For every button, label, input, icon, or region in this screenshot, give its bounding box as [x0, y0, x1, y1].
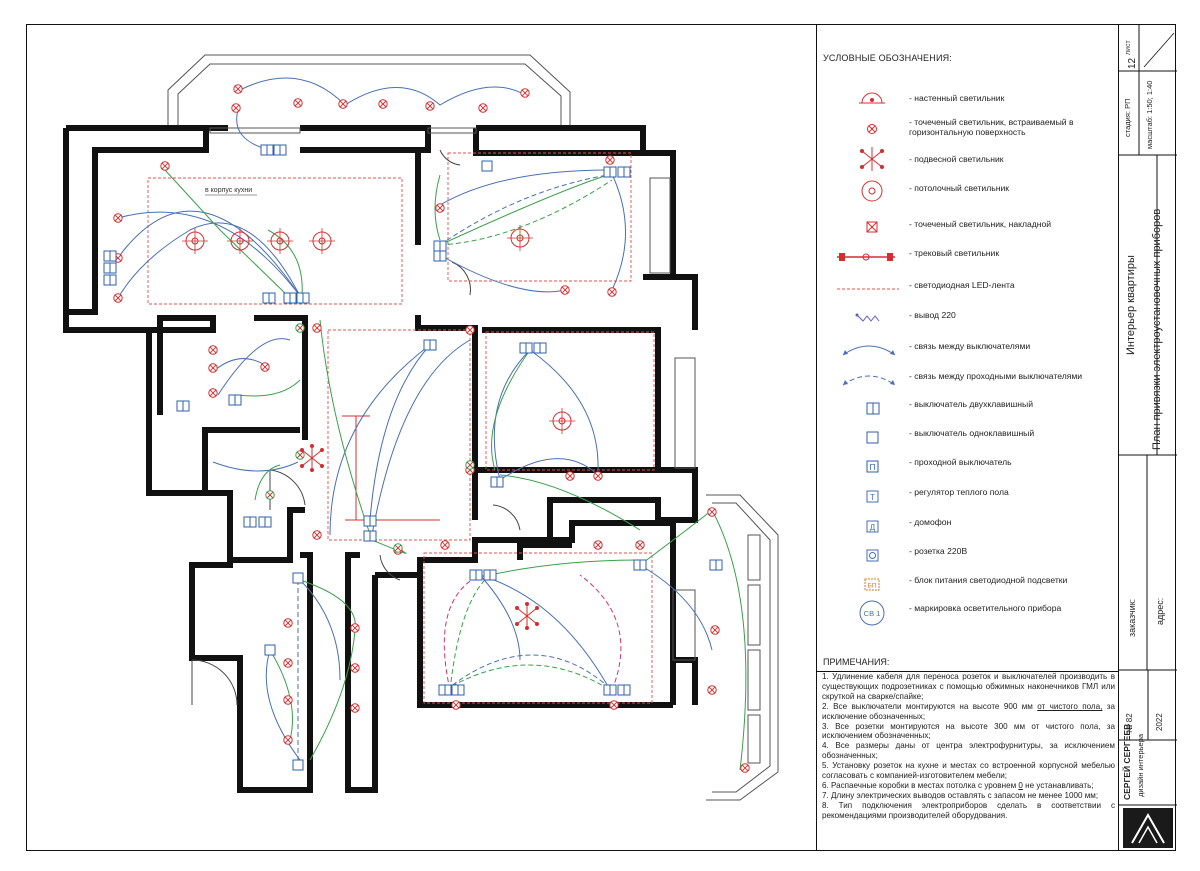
- kitchen-label: в корпус кухни: [205, 187, 252, 194]
- svg-text:П: П: [870, 463, 876, 472]
- socket-icon: [866, 549, 879, 562]
- wires-green-dashed: [439, 179, 613, 691]
- project-name: Интерьер квартиры: [1125, 255, 1137, 355]
- legend-item-pendant: - подвесной светильник: [817, 147, 1117, 176]
- legend-item-ceiling: - потолочный светильник: [817, 177, 1117, 205]
- sheet-label: лист: [1125, 40, 1132, 55]
- notes-list: 1. Удлинение кабеля для переноса розеток…: [817, 671, 1119, 852]
- legend-item-marking: СВ 1 - маркировка осветительного прибора: [817, 597, 1117, 626]
- legend-item-socket: - розетка 220В: [817, 542, 1117, 570]
- thermostat-icon: Т: [866, 490, 879, 503]
- legend-item-floor-heating: Т - регулятор теплого пола: [817, 483, 1117, 511]
- svg-text:БП: БП: [868, 583, 877, 590]
- legend-title: УСЛОВНЫЕ ОБОЗНАЧЕНИЯ:: [823, 53, 953, 63]
- bay-window-right: [706, 494, 779, 801]
- legend-item-recessed-spot: - точеченый светильник, встраиваемый в г…: [817, 115, 1117, 143]
- walls: [63, 125, 698, 793]
- author-role: дизайн интерьера: [1136, 733, 1145, 797]
- address-label: адрес:: [1155, 597, 1165, 625]
- drawing-frame: [26, 24, 1176, 851]
- note-2: 2. Все выключатели монтируются на высоте…: [822, 701, 1115, 721]
- doors: [191, 149, 521, 706]
- ceiling-light-icon: [861, 180, 883, 202]
- legend-item-passage-link: - связь между проходными выключателями: [817, 365, 1117, 393]
- switch-link-icon: [842, 345, 896, 356]
- track-light: [342, 415, 440, 521]
- electrical-floor-plan: в корпус кухни: [63, 54, 779, 801]
- note-1: 1. Удлинение кабеля для переноса розеток…: [822, 672, 1115, 701]
- note-4: 4. Все размеры даны от центра электрофур…: [822, 741, 1115, 761]
- stage-label: стадия: РП: [1123, 98, 1132, 137]
- single-switch-icon: [866, 431, 879, 444]
- title-block-grid: [1119, 25, 1177, 806]
- note-5: 5. Установку розеток на кухне и местах с…: [822, 761, 1115, 781]
- legend-item-led: - светодиодная LED-лента: [817, 275, 1117, 303]
- title-block: лист 12 стадия: РП масштаб: 1:50; 1:40 И…: [1118, 25, 1177, 850]
- legend-item-passage-switch: П - проходной выключатель: [817, 453, 1117, 481]
- legend-item-double-switch: - выключатель двухклавишный: [817, 395, 1117, 423]
- legend-item-surface-spot: - точеченый светильник, накладной: [817, 213, 1117, 241]
- legend-item-intercom: Д - домофон: [817, 513, 1117, 541]
- bay-window-top: [167, 54, 571, 128]
- wall-light-icon: [859, 92, 885, 104]
- wires-passage: [297, 174, 613, 765]
- svg-text:СВ 1: СВ 1: [864, 609, 881, 618]
- legend-item-single-switch: - выключатель одноклавишный: [817, 424, 1117, 452]
- note-8: 8. Тип подключения электроприборов сдела…: [822, 800, 1115, 820]
- double-switch-icon: [866, 402, 880, 415]
- led-strips: [147, 152, 655, 704]
- svg-text:Т: Т: [870, 493, 875, 502]
- led-power-supply-icon: БП: [864, 578, 880, 591]
- led-strip-icon: [837, 288, 899, 290]
- note-3: 3. Все розетки монтируются на высоте 300…: [822, 721, 1115, 741]
- track-light-icon: [837, 253, 895, 261]
- note-6: 6. Распаечные коробки в местах потолка с…: [822, 780, 1094, 790]
- scale-label: масштаб: 1:50; 1:40: [1145, 80, 1154, 149]
- legend-panel: УСЛОВНЫЕ ОБОЗНАЧЕНИЯ: - настенный светил…: [816, 25, 1119, 852]
- svg-text:Д: Д: [870, 523, 876, 532]
- passage-switch-icon: П: [866, 460, 879, 473]
- legend-item-power-supply: БП - блок питания светодиодной подсветки: [817, 571, 1117, 599]
- pendant-light: [514, 601, 540, 631]
- sheet-number: 12: [1127, 57, 1138, 69]
- recessed-spot-icon: [867, 124, 877, 134]
- drawing-title: План привязки электроустановочных прибор…: [1151, 208, 1163, 450]
- intercom-icon: Д: [866, 520, 879, 533]
- notes-title: ПРИМЕЧАНИЯ:: [823, 657, 890, 667]
- note-7: 7. Длину электрических выводов оставлять…: [822, 790, 1099, 800]
- client-label: заказчик:: [1127, 598, 1137, 637]
- outlet-220-icon: [855, 313, 880, 322]
- windows: [209, 127, 696, 661]
- surface-spot-icon: [866, 221, 878, 233]
- legend-item-switch-link: - связь между выключателями: [817, 335, 1117, 363]
- project-year: 2022: [1155, 713, 1164, 731]
- wires-red-dashed: [443, 574, 622, 691]
- pendant-light-icon: [860, 147, 884, 171]
- fixture-marking-icon: СВ 1: [859, 600, 885, 626]
- wires-green: [164, 169, 747, 771]
- legend-item-wall-light: - настенный светильник: [817, 91, 1117, 119]
- legend-item-track: - трековый светильник: [817, 243, 1117, 271]
- legend-item-outlet220: - вывод 220: [817, 305, 1117, 333]
- designer-logo: [1123, 808, 1173, 848]
- author-name: СЕРГЕЙ СЕРГЕЕВ: [1122, 723, 1132, 800]
- passage-link-icon: [842, 375, 896, 386]
